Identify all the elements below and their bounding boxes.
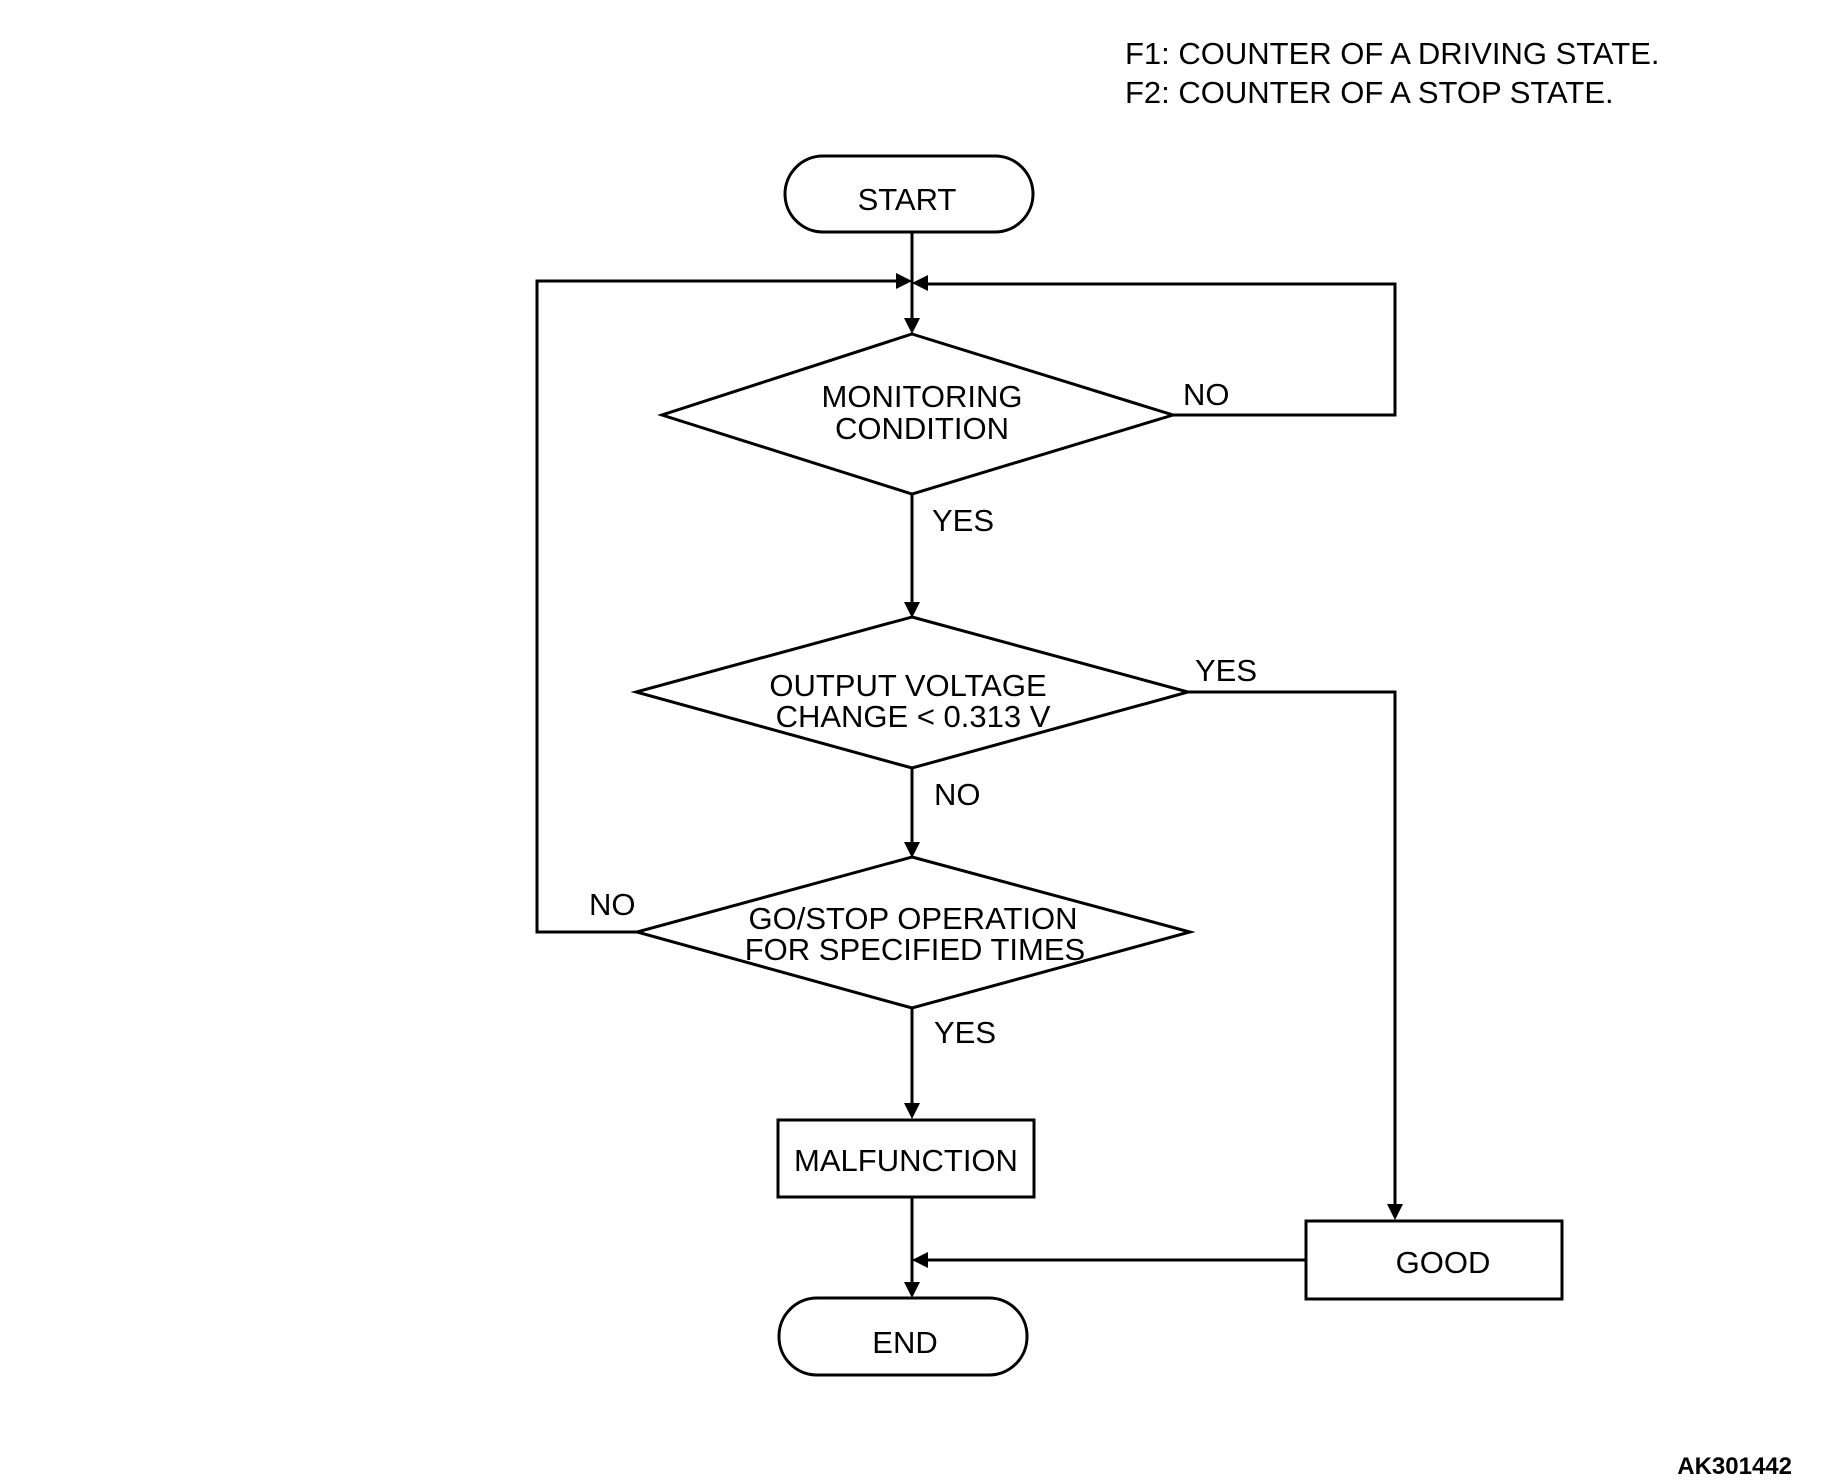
gostop-label-line-2: FOR SPECIFIED TIMES	[745, 932, 1085, 967]
figure-id: AK301442	[1677, 1453, 1792, 1480]
good-label: GOOD	[1396, 1245, 1491, 1280]
arrow-into-voltage	[904, 602, 920, 618]
malfunction-label: MALFUNCTION	[794, 1143, 1018, 1178]
arrow-right-loop-head	[912, 275, 928, 291]
connector-voltage-yes-to-good	[1188, 690, 1397, 1204]
gostop-no-label: NO	[589, 887, 636, 922]
monitoring-label-line-1: MONITORING	[822, 379, 1023, 414]
connector-monitoring-no-loop	[927, 282, 1397, 417]
malfunction-box	[776, 1118, 1036, 1199]
start-terminal	[783, 154, 1035, 234]
monitoring-no-label: NO	[1183, 377, 1230, 412]
end-terminal	[777, 1296, 1029, 1377]
arrow-into-end	[904, 1282, 920, 1298]
voltage-label-line-2: CHANGE < 0.313 V	[776, 699, 1051, 734]
gostop-label-line-1: GO/STOP OPERATION	[748, 901, 1077, 936]
start-label: START	[858, 182, 957, 217]
arrow-into-good	[1387, 1204, 1403, 1220]
end-label: END	[872, 1325, 937, 1360]
legend-line-1: F1: COUNTER OF A DRIVING STATE.	[1125, 36, 1660, 71]
arrow-left-loop-head	[896, 273, 912, 289]
monitoring-yes-label: YES	[932, 503, 994, 538]
arrow-into-monitoring	[904, 318, 920, 334]
arrow-into-malfunction	[904, 1103, 920, 1119]
voltage-yes-label: YES	[1195, 653, 1257, 688]
legend-line-2: F2: COUNTER OF A STOP STATE.	[1125, 75, 1614, 110]
voltage-label-line-1: OUTPUT VOLTAGE	[769, 668, 1046, 703]
voltage-no-label: NO	[934, 777, 981, 812]
gostop-yes-label: YES	[934, 1015, 996, 1050]
connector-gostop-no-loop	[535, 279, 897, 934]
arrow-into-gostop	[904, 842, 920, 858]
arrow-good-merge	[912, 1252, 928, 1268]
monitoring-label-line-2: CONDITION	[835, 411, 1009, 446]
